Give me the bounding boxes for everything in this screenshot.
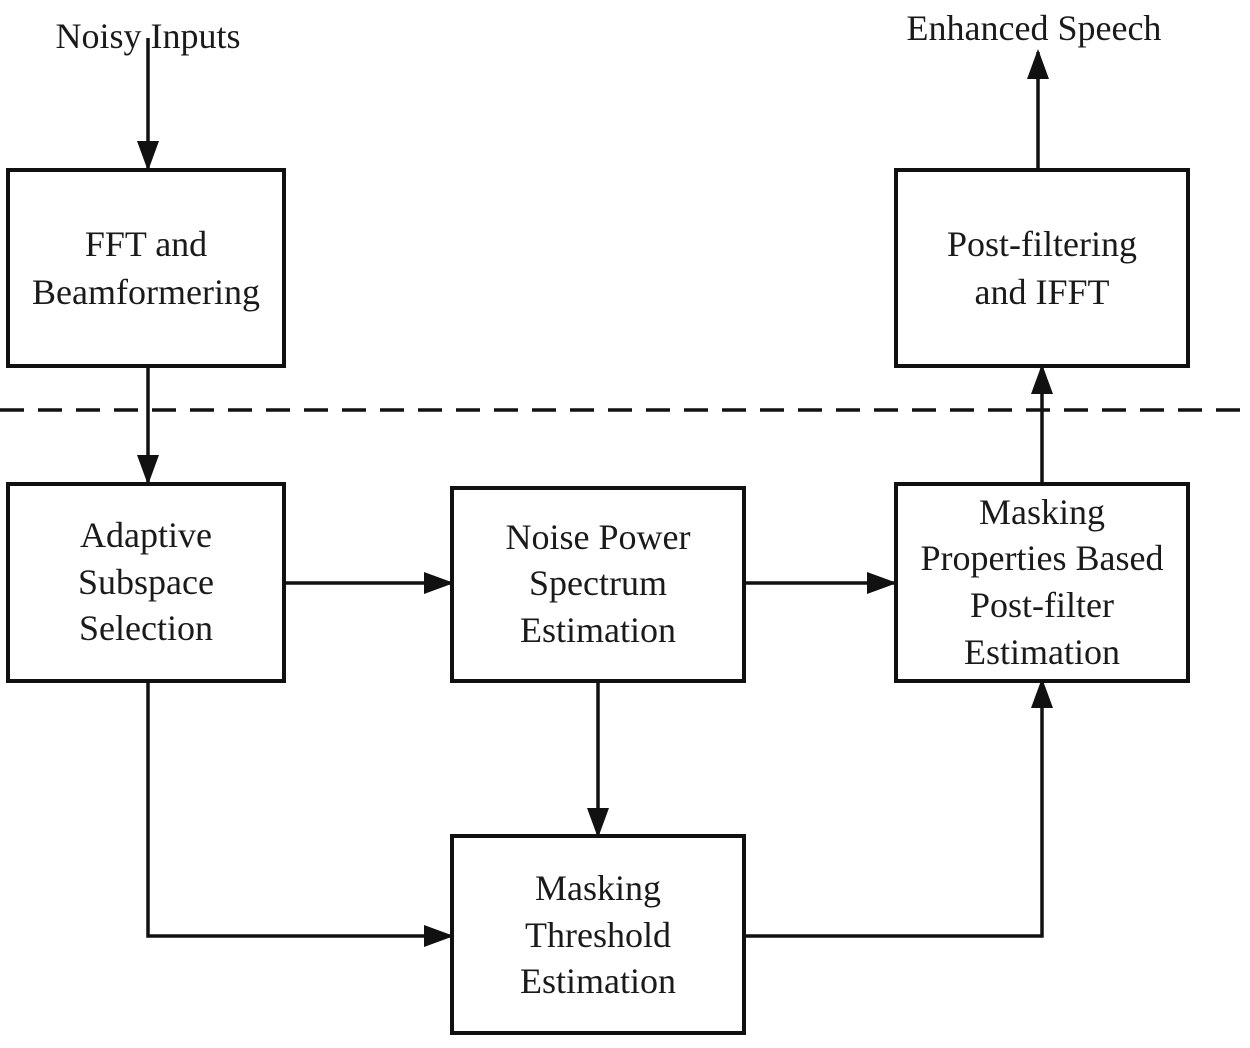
node-adaptive-label-line3: Selection	[79, 608, 213, 648]
edge-adaptive-to-masking-threshold	[146, 681, 454, 947]
node-masking-threshold-estimation	[450, 834, 746, 1035]
label-enhanced-speech: Enhanced Speech	[907, 8, 1162, 48]
node-noise-power-label-line3: Estimation	[520, 610, 676, 650]
node-masking-threshold-label-line2: Threshold	[525, 915, 671, 955]
label-noisy-inputs: Noisy Inputs	[55, 16, 240, 56]
node-fft-label-line1: FFT and	[85, 224, 207, 264]
edge-masking-threshold-to-masking-props	[744, 678, 1053, 938]
node-post-filtering-label-line1: Post-filtering	[947, 224, 1137, 264]
node-noise-power-label-line1: Noise Power	[506, 517, 691, 557]
node-adaptive-label-line2: Subspace	[78, 562, 214, 602]
node-masking-props-label-line4: Estimation	[964, 632, 1120, 672]
node-noise-power-spectrum-estimation	[450, 486, 746, 683]
node-adaptive-subspace-selection	[6, 482, 286, 683]
node-noise-power-label-line2: Spectrum	[529, 563, 667, 603]
node-masking-props-label-line2: Properties Based	[921, 538, 1164, 578]
node-masking-threshold-label-line1: Masking	[535, 868, 661, 908]
node-fft-label-line2: Beamformering	[32, 272, 260, 312]
node-masking-properties-post-filter	[894, 482, 1190, 683]
node-post-filtering-ifft	[894, 168, 1190, 368]
node-post-filtering-label-line2: and IFFT	[975, 272, 1110, 312]
node-masking-threshold-label-line3: Estimation	[520, 961, 676, 1001]
node-fft-beamformering	[6, 168, 286, 368]
node-adaptive-label-line1: Adaptive	[80, 515, 212, 555]
node-masking-props-label-line3: Post-filter	[970, 585, 1114, 625]
node-masking-props-label-line1: Masking	[979, 492, 1105, 532]
